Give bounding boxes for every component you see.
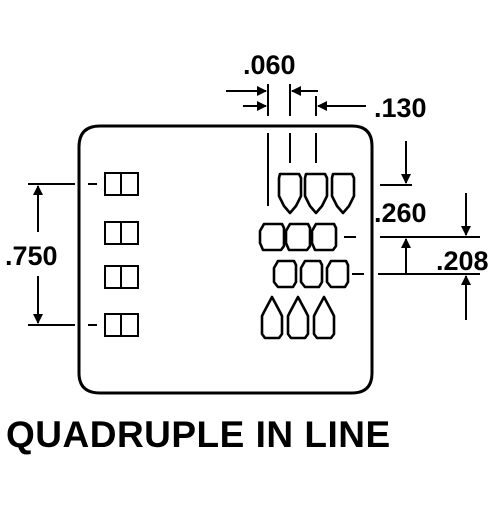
lead-extension-lines — [267, 84, 317, 206]
pad-row-1 — [277, 172, 356, 215]
body-span-dimension — [28, 183, 75, 326]
row-reference-ticks — [344, 236, 364, 275]
row-spacing-a-dimension — [380, 141, 480, 275]
package-drawing: .750 .060 .130 — [5, 50, 489, 395]
side-ticks — [88, 183, 97, 326]
body-span-label: .750 — [5, 241, 58, 271]
package-body-outline — [77, 124, 374, 395]
side-view-squares — [104, 172, 139, 337]
pin-pitch-label: .130 — [374, 93, 427, 123]
pad-row-3 — [272, 259, 350, 289]
pin-width-label: .060 — [243, 50, 296, 80]
pad-row-2 — [258, 222, 338, 252]
row-spacing-a-label: .260 — [374, 198, 427, 228]
package-caption: QUADRUPLE IN LINE — [6, 414, 391, 455]
row-spacing-b-dimension — [378, 193, 480, 320]
pad-row-4 — [260, 295, 336, 340]
row-spacing-b-label: .208 — [436, 246, 489, 276]
